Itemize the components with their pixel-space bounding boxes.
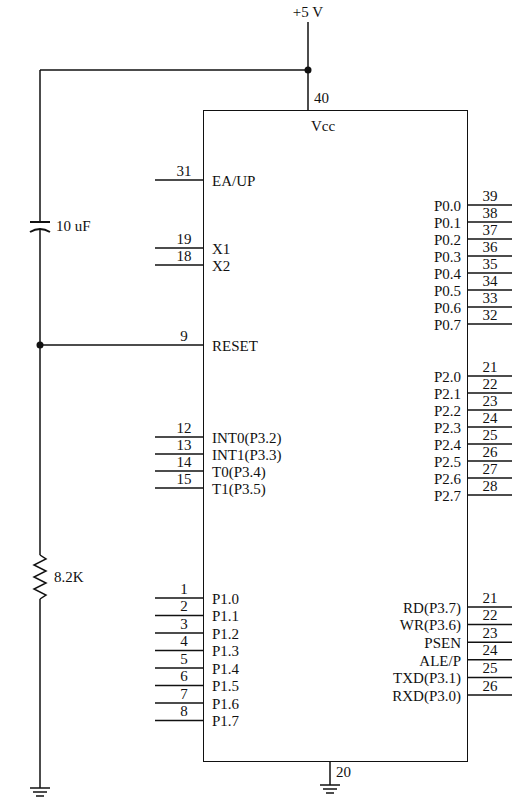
pin-number: 23 <box>483 625 498 642</box>
capacitor-value: 10 uF <box>56 218 91 235</box>
pin-number: 35 <box>483 256 498 273</box>
pin-name: P1.5 <box>212 678 239 695</box>
pin-number: 12 <box>177 420 192 437</box>
pin-number: 1 <box>180 581 188 598</box>
pin-line <box>155 650 203 652</box>
pin-line <box>155 685 203 687</box>
pin-name: P1.6 <box>212 696 239 713</box>
pin-number: 40 <box>314 90 329 107</box>
pin-number: 28 <box>483 478 498 495</box>
pin-name: P2.5 <box>434 454 461 471</box>
pin-name: P1.0 <box>212 591 239 608</box>
pin-name: P2.3 <box>434 420 461 437</box>
pin-line <box>155 667 203 669</box>
pin-name: P1.2 <box>212 626 239 643</box>
pin-number: 32 <box>483 307 498 324</box>
pin-name: X1 <box>212 241 230 258</box>
pin-line <box>468 494 512 496</box>
resistor-value: 8.2K <box>54 569 84 586</box>
pin-name: INT1(P3.3) <box>212 447 282 464</box>
pin-line <box>155 264 203 266</box>
pin-name: P1.1 <box>212 608 239 625</box>
pin-number: 27 <box>483 461 498 478</box>
pin-name: P0.2 <box>434 232 461 249</box>
pin-number: 2 <box>180 598 188 615</box>
pin-number: 22 <box>483 607 498 624</box>
pin-name: PSEN <box>424 635 461 652</box>
pin-name: INT0(P3.2) <box>212 430 282 447</box>
pin-name: X2 <box>212 258 230 275</box>
pin-number: 25 <box>483 427 498 444</box>
pin-number: 8 <box>180 703 188 720</box>
pin-name: P0.4 <box>434 266 461 283</box>
pin-name: WR(P3.6) <box>400 617 461 634</box>
pin-number: 24 <box>483 410 498 427</box>
pin-number: 23 <box>483 393 498 410</box>
pin-name: T0(P3.4) <box>212 464 266 481</box>
pin-number: 37 <box>483 222 498 239</box>
pin-number: 7 <box>180 686 188 703</box>
pin-name: ALE/P <box>419 653 461 670</box>
pin-name: RXD(P3.0) <box>392 688 461 705</box>
pin-number: 13 <box>177 437 192 454</box>
pin-name: P0.1 <box>434 215 461 232</box>
pin-number: 14 <box>177 454 192 471</box>
pin-line <box>155 597 203 599</box>
pin-number: 21 <box>483 590 498 607</box>
pin-name: P2.0 <box>434 369 461 386</box>
pin-name: P2.2 <box>434 403 461 420</box>
pin-name: P2.6 <box>434 471 461 488</box>
pin-name: P2.7 <box>434 488 461 505</box>
pin-name: P0.6 <box>434 300 461 317</box>
pin-line <box>155 702 203 704</box>
pin-number: 22 <box>483 376 498 393</box>
pin-number: 39 <box>483 188 498 205</box>
pin-number: 9 <box>180 328 188 345</box>
pin-name: P2.4 <box>434 437 461 454</box>
pin-name: P1.4 <box>212 661 239 678</box>
microcontroller-chip: VccEA/UP X1X2RESET INT0(P3.2)INT1(P3.3)T0(… <box>203 110 468 762</box>
pin-name: RD(P3.7) <box>403 600 461 617</box>
pin-number: 31 <box>177 163 192 180</box>
pin-number: 26 <box>483 678 498 695</box>
pin-number: 3 <box>180 616 188 633</box>
supply-label: +5 V <box>293 4 323 21</box>
pin-number: 20 <box>336 764 351 781</box>
pin-number: 33 <box>483 290 498 307</box>
pin-name: P0.0 <box>434 198 461 215</box>
pin-name: Vcc <box>311 118 335 135</box>
pin-name: EA/UP <box>212 173 255 190</box>
pin-name: P0.7 <box>434 317 461 334</box>
pin-number: 34 <box>483 273 498 290</box>
pin-number: 38 <box>483 205 498 222</box>
pin-number: 19 <box>177 231 192 248</box>
pin-number: 25 <box>483 660 498 677</box>
pin-name: P0.5 <box>434 283 461 300</box>
pin-name: T1(P3.5) <box>212 481 266 498</box>
pin-number: 24 <box>483 642 498 659</box>
pin-line <box>155 632 203 634</box>
pin-name: RESET <box>212 338 258 355</box>
pin-line <box>155 720 203 722</box>
pin-line <box>468 694 512 696</box>
pin-name: P1.3 <box>212 643 239 660</box>
pin-line <box>155 487 203 489</box>
pin-line <box>155 615 203 617</box>
pin-name: P0.3 <box>434 249 461 266</box>
pin-name: TXD(P3.1) <box>393 670 461 687</box>
pin-number: 21 <box>483 359 498 376</box>
pin-number: 26 <box>483 444 498 461</box>
pin-name: P1.7 <box>212 713 239 730</box>
pin-name: P2.1 <box>434 386 461 403</box>
pin-number: 15 <box>177 471 192 488</box>
pin-line <box>155 179 203 181</box>
pin-number: 6 <box>180 668 188 685</box>
pin-number: 18 <box>177 248 192 265</box>
pin-line <box>468 323 512 325</box>
pin-number: 5 <box>180 651 188 668</box>
pin-number: 4 <box>180 633 188 650</box>
pin-number: 36 <box>483 239 498 256</box>
